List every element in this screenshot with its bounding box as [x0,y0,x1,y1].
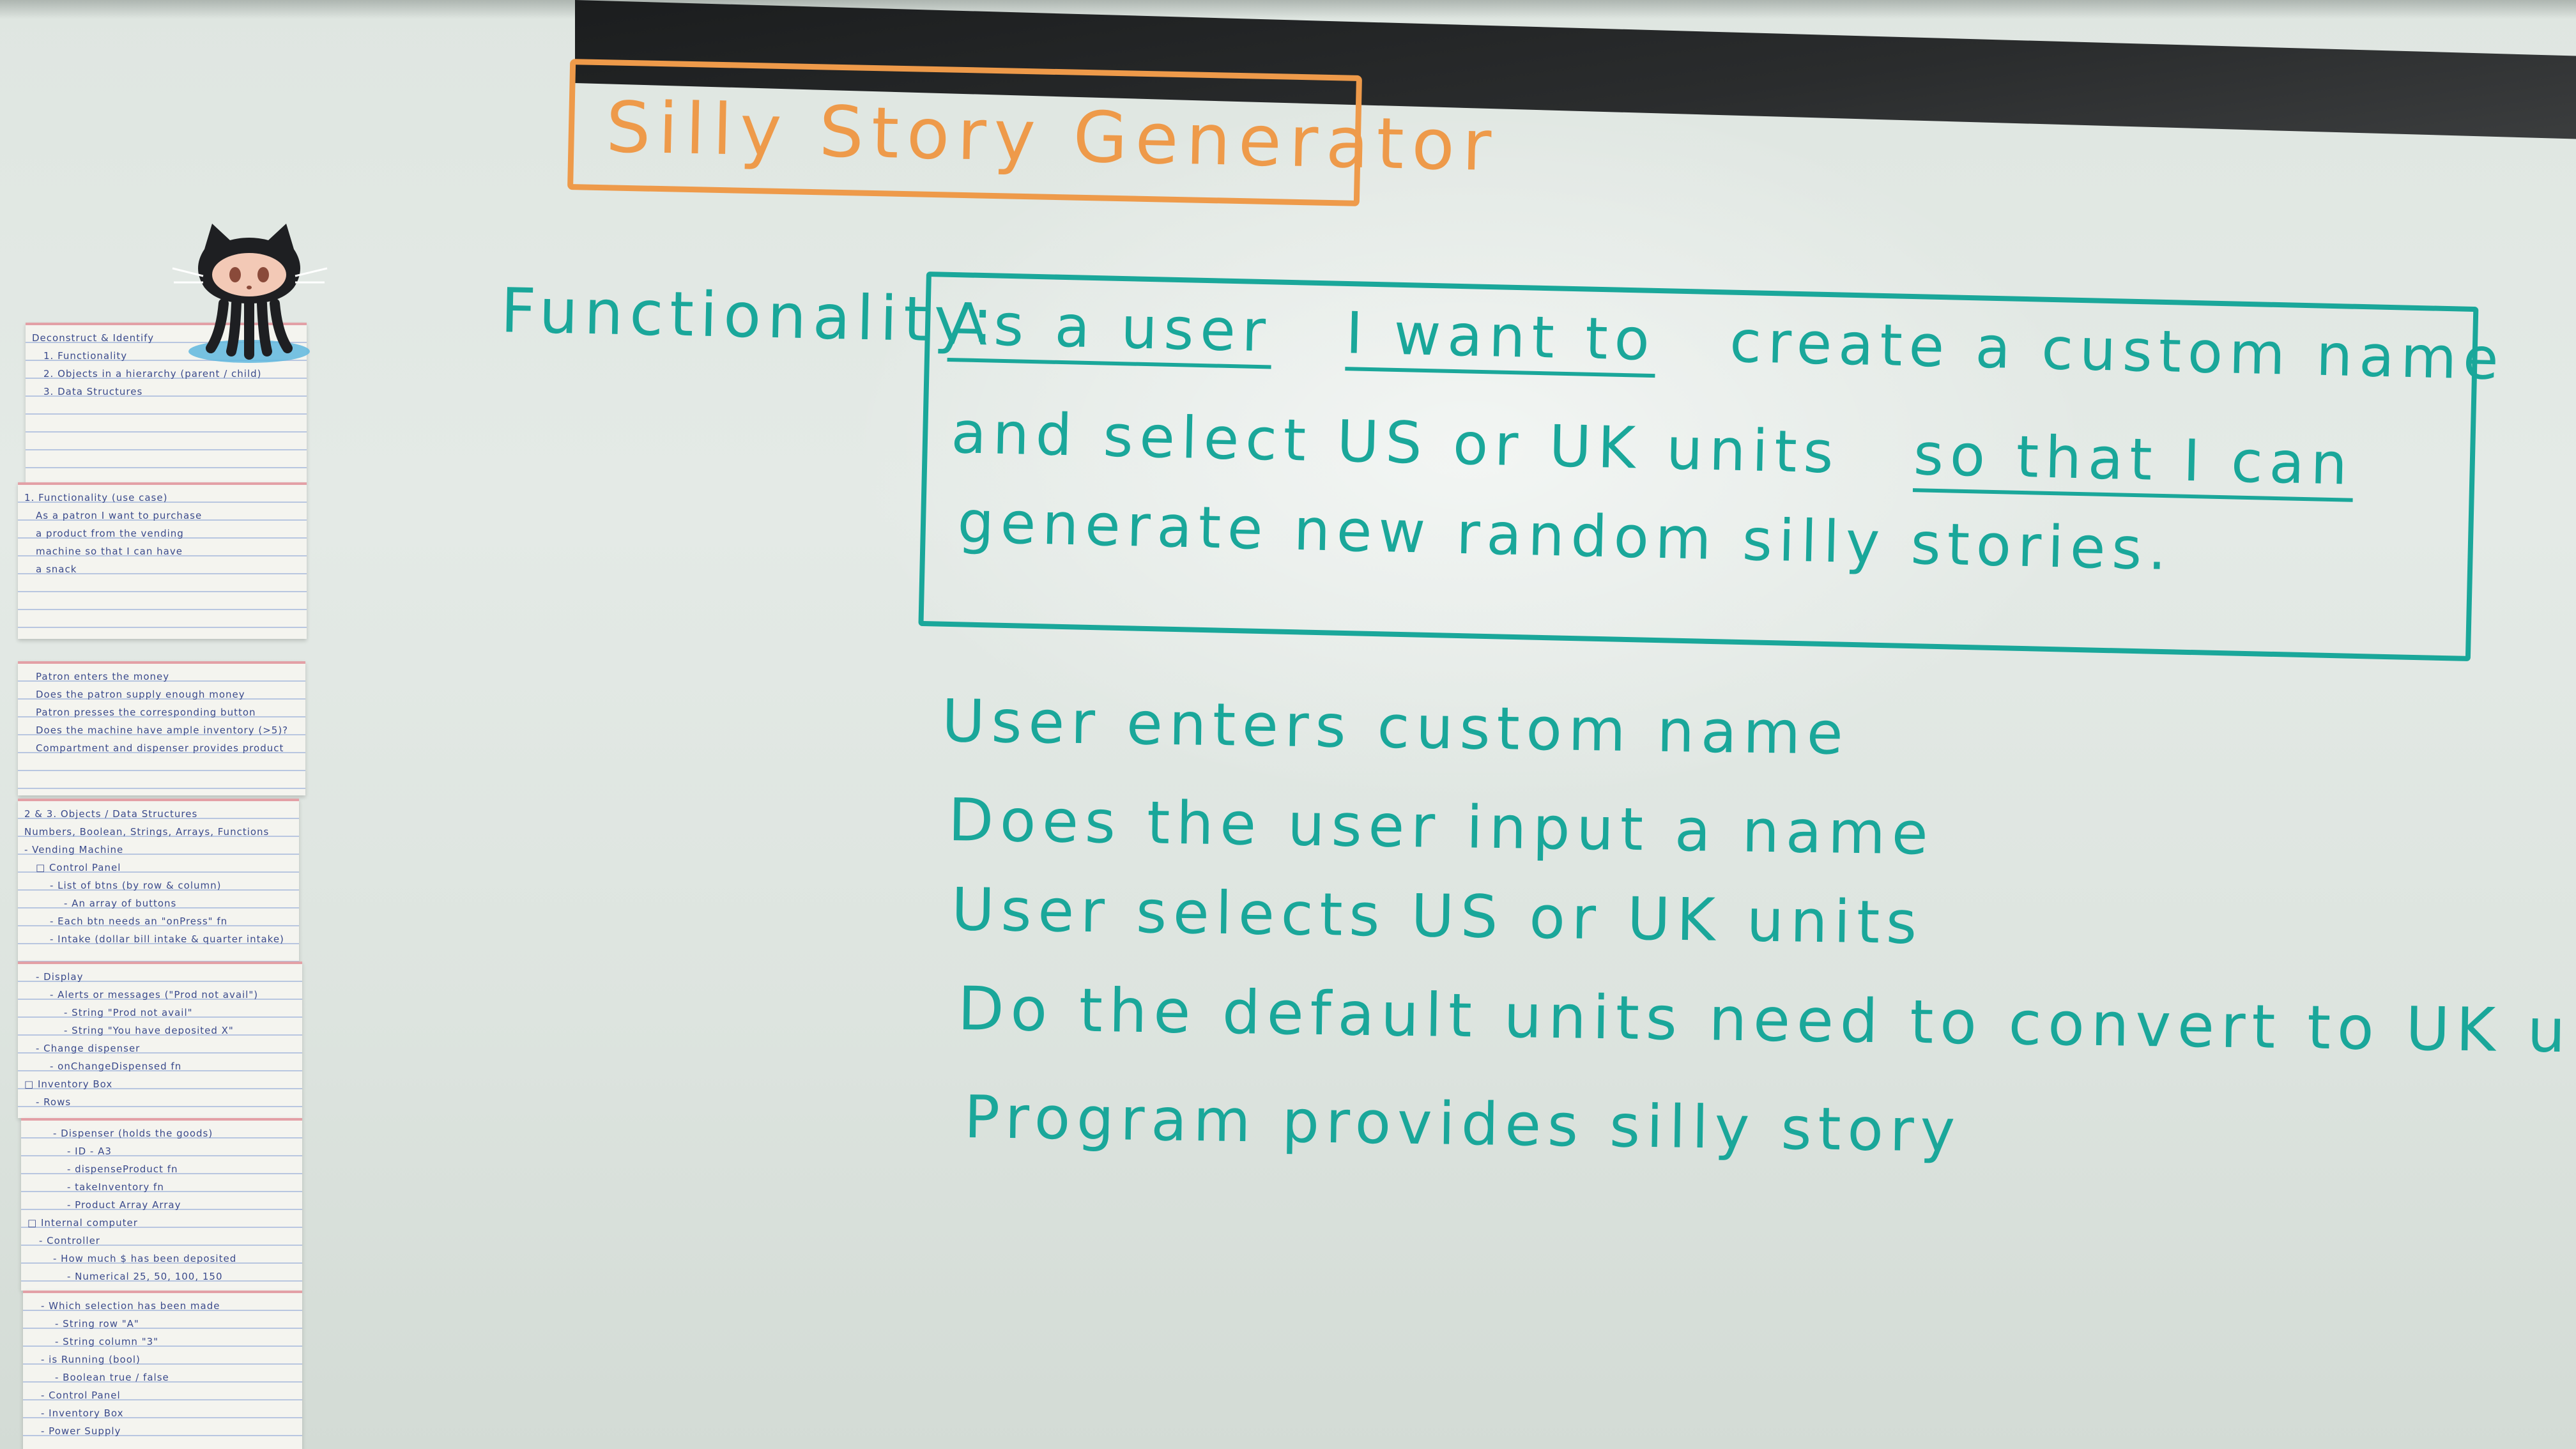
card-line: - takeInventory fn [67,1181,164,1193]
as-a-user-phrase: As a user [947,291,1273,365]
card-line: - String "You have deposited X" [64,1025,234,1036]
card-line: - Vending Machine [24,844,124,855]
card-line: machine so that I can have [36,546,183,557]
card-line: - Product Array Array [67,1199,181,1211]
card-line: - String row "A" [55,1318,139,1330]
octocat-icon [172,224,328,363]
card-line: Does the patron supply enough money [36,689,245,700]
card-line: 1. Functionality [43,350,128,362]
card-line: - onChangeDispensed fn [50,1061,182,1072]
card-line: - Intake (dollar bill intake & quarter i… [50,933,284,945]
card-line: - How much $ has been deposited [53,1253,237,1264]
card-line: 3. Data Structures [43,386,143,397]
step-1: User enters custom name [941,687,1850,768]
step-3: User selects US or UK units [951,875,1924,958]
card-line: Patron presses the corresponding button [36,707,256,718]
index-card: 1. Functionality (use case) As a patron … [18,482,307,639]
board-shadow [0,0,2576,19]
card-line: - Alerts or messages ("Prod not avail") [50,989,259,1000]
card-line: a product from the vending [36,528,184,539]
i-want-to-phrase: I want to [1345,300,1657,374]
card-line: □ Internal computer [27,1217,138,1229]
card-line: - dispenseProduct fn [67,1163,178,1175]
card-line: Numbers, Boolean, Strings, Arrays, Funct… [24,826,270,838]
card-line: - String column "3" [55,1336,159,1347]
index-card: - Display - Alerts or messages ("Prod no… [18,962,302,1118]
card-line: - Change dispenser [36,1043,141,1054]
card-line: Compartment and dispenser provides produ… [36,742,284,754]
index-card: Patron enters the money Does the patron … [18,661,305,795]
card-line: - Controller [39,1235,100,1246]
index-cards-column: Deconstruct & Identify 1. Functionality … [18,323,309,1449]
card-line: - ID - A3 [67,1146,112,1157]
card-line: - Power Supply [41,1425,121,1437]
card-line: - String "Prod not avail" [64,1007,193,1018]
card-line: 2 & 3. Objects / Data Structures [24,808,198,820]
card-line: 1. Functionality (use case) [24,492,168,503]
card-line: - Rows [36,1096,72,1108]
step-2: Does the user input a name [947,786,1935,868]
index-card: - Which selection has been made - String… [23,1291,302,1449]
card-line: a snack [36,564,77,575]
step-5: Program provides silly story [963,1083,1962,1165]
card-line: - Boolean true / false [55,1372,169,1383]
card-line: - Numerical 25, 50, 100, 150 [67,1271,223,1282]
card-line: - Display [36,971,84,983]
card-line: - Each btn needs an "onPress" fn [50,916,228,927]
index-card: 2 & 3. Objects / Data Structures Numbers… [18,799,299,962]
card-line: - Inventory Box [41,1407,124,1419]
card-line: - Dispenser (holds the goods) [53,1128,213,1139]
so-that-i-can-phrase: so that I can [1913,421,2355,498]
card-line: Patron enters the money [36,671,170,682]
card-line: As a patron I want to purchase [36,510,203,521]
card-line: □ Inventory Box [24,1078,113,1090]
card-line: - Control Panel [41,1390,121,1401]
card-line: □ Control Panel [36,862,121,873]
card-line: - Which selection has been made [41,1300,220,1312]
card-line: 2. Objects in a hierarchy (parent / chil… [43,368,262,379]
card-line: - List of btns (by row & column) [50,880,222,891]
card-line: Does the machine have ample inventory (>… [36,724,289,736]
card-line: Deconstruct & Identify [32,332,155,344]
card-line: - is Running (bool) [41,1354,141,1365]
card-line: - An array of buttons [64,898,177,909]
index-card: - Dispenser (holds the goods) - ID - A3 … [21,1118,302,1291]
